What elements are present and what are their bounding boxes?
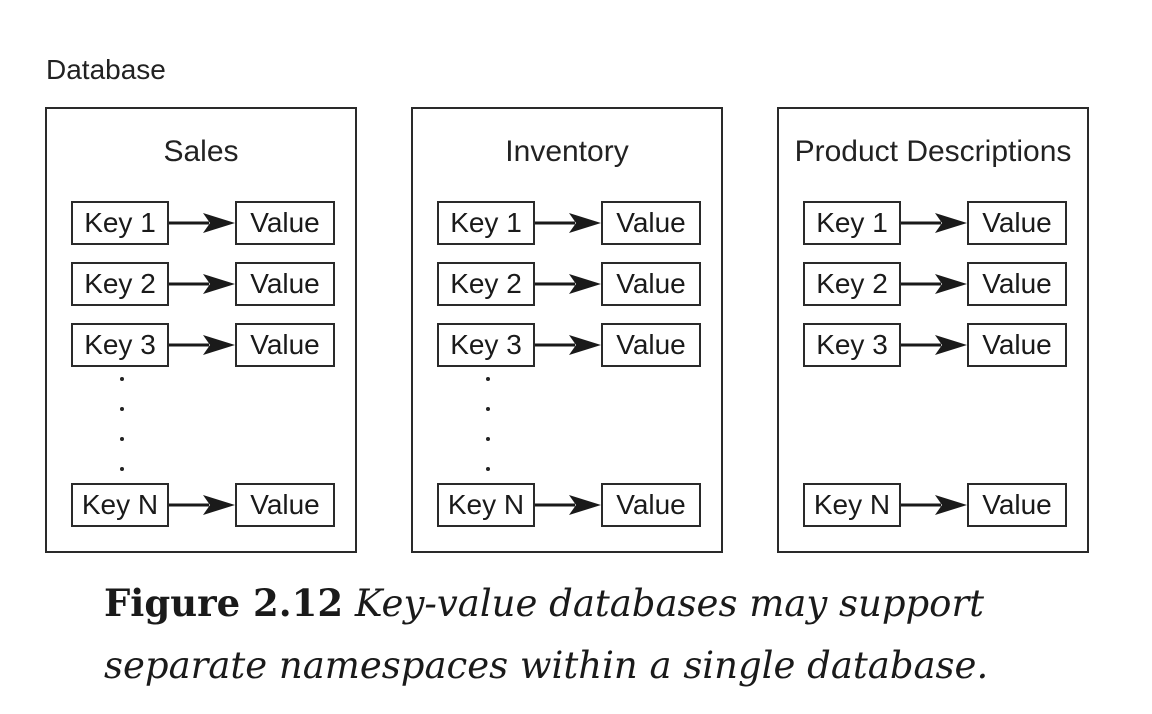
key-value-row: Key 2 Value: [803, 262, 1067, 306]
arrow-right-icon: [169, 495, 235, 515]
key-box: Key 1: [437, 201, 535, 245]
key-value-row: Key 3 Value: [437, 323, 701, 367]
figure-caption-text: Key-value databases may support separate…: [104, 582, 989, 687]
key-value-row: Key 3 Value: [803, 323, 1067, 367]
arrow-right-icon: [901, 495, 967, 515]
key-box: Key N: [803, 483, 901, 527]
database-label: Database: [46, 54, 166, 85]
key-box: Key 3: [437, 323, 535, 367]
key-box: Key 2: [437, 262, 535, 306]
key-box: Key 2: [803, 262, 901, 306]
key-value-row: Key 1 Value: [803, 201, 1067, 245]
arrow-right-icon: [901, 213, 967, 233]
value-box: Value: [967, 323, 1067, 367]
arrow-right-icon: [169, 274, 235, 294]
namespace-product-descriptions: Product Descriptions Key 1 Value Key 2 V…: [777, 107, 1089, 553]
key-value-row: Key N Value: [803, 483, 1067, 527]
arrow-right-icon: [535, 274, 601, 294]
key-box: Key 3: [803, 323, 901, 367]
ellipsis-dots: [118, 375, 126, 475]
value-box: Value: [601, 201, 701, 245]
namespace-title: Inventory: [505, 135, 629, 168]
arrow-right-icon: [535, 495, 601, 515]
ellipsis-dots: [484, 375, 492, 475]
key-value-row: Key 1 Value: [437, 201, 701, 245]
value-box: Value: [967, 262, 1067, 306]
key-value-row: Key 1 Value: [71, 201, 335, 245]
arrow-right-icon: [535, 213, 601, 233]
arrow-right-icon: [169, 213, 235, 233]
key-value-row: Key N Value: [71, 483, 335, 527]
key-value-row: Key 2 Value: [71, 262, 335, 306]
value-box: Value: [967, 483, 1067, 527]
key-box: Key 1: [71, 201, 169, 245]
key-value-row: Key N Value: [437, 483, 701, 527]
value-box: Value: [601, 483, 701, 527]
key-box: Key 1: [803, 201, 901, 245]
key-box: Key 2: [71, 262, 169, 306]
namespace-title: Product Descriptions: [794, 135, 1072, 168]
arrow-right-icon: [169, 335, 235, 355]
value-box: Value: [235, 201, 335, 245]
arrow-right-icon: [901, 274, 967, 294]
arrow-right-icon: [901, 335, 967, 355]
arrow-right-icon: [535, 335, 601, 355]
value-box: Value: [601, 262, 701, 306]
value-box: Value: [235, 323, 335, 367]
value-box: Value: [235, 262, 335, 306]
value-box: Value: [235, 483, 335, 527]
key-value-row: Key 2 Value: [437, 262, 701, 306]
namespace-title: Sales: [163, 135, 239, 168]
value-box: Value: [601, 323, 701, 367]
figure-caption: Figure 2.12 Key-value databases may supp…: [104, 572, 1104, 697]
key-box: Key N: [71, 483, 169, 527]
key-box: Key N: [437, 483, 535, 527]
namespace-inventory: Inventory Key 1 Value Key 2 Value Key 3 …: [411, 107, 723, 553]
key-box: Key 3: [71, 323, 169, 367]
namespace-sales: Sales Key 1 Value Key 2 Value Key 3 Valu…: [45, 107, 357, 553]
value-box: Value: [967, 201, 1067, 245]
figure-number: Figure 2.12: [104, 581, 344, 625]
key-value-row: Key 3 Value: [71, 323, 335, 367]
